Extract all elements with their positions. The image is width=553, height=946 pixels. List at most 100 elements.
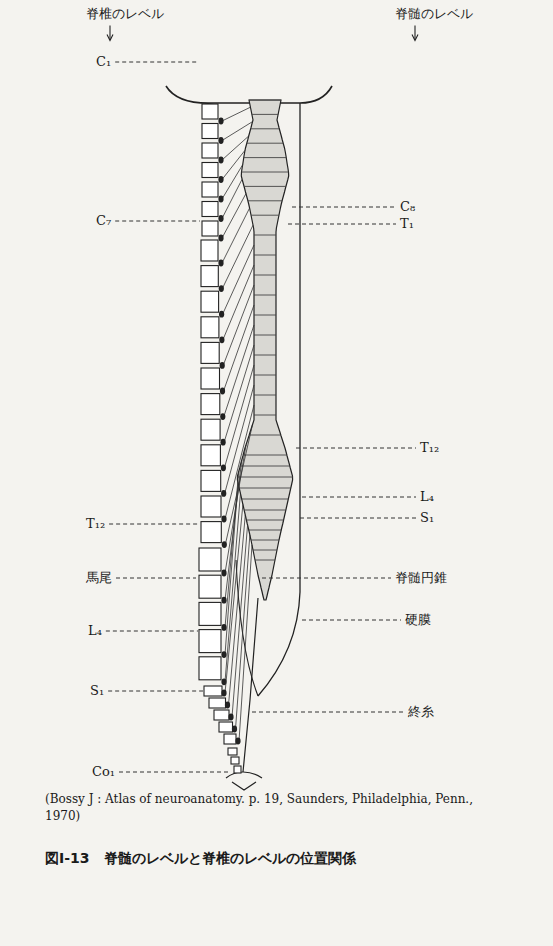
spinal-ganglion [235, 738, 240, 745]
nerve-root [222, 122, 253, 141]
spinal-ganglion [218, 196, 223, 203]
leader-line [288, 224, 396, 225]
leader-line [106, 631, 198, 632]
segment-line [249, 435, 281, 436]
nerve-root [222, 165, 243, 199]
segment-line [241, 172, 288, 173]
vertebra [202, 143, 218, 158]
spinal-ganglion [218, 260, 223, 267]
vertebra [201, 445, 220, 466]
figure-caption: 図Ⅰ-13 脊髄のレベルと脊椎のレベルの位置関係 [45, 850, 356, 866]
spinal-ganglion [218, 118, 223, 125]
vertebra [201, 470, 221, 491]
vertebra [219, 722, 233, 732]
segment-line [251, 215, 279, 216]
segment-line [252, 114, 278, 115]
down-arrow [412, 34, 418, 40]
segment-line [242, 499, 289, 500]
leader-line [119, 772, 230, 773]
nerve-root [239, 545, 252, 741]
level-label: S₁ [90, 684, 104, 699]
nerve-root [236, 535, 250, 729]
leader-line [252, 712, 404, 713]
segment-line [251, 540, 279, 541]
leader-line [296, 448, 416, 449]
vertebra [201, 240, 218, 261]
leader-line [302, 620, 401, 621]
segment-line [239, 488, 291, 489]
segment-line [244, 157, 286, 158]
leader-line [116, 578, 196, 579]
spinal-ganglion [228, 714, 233, 721]
nerve-root [225, 483, 238, 655]
nerve-root [223, 245, 254, 314]
segment-line [254, 335, 276, 336]
vertebra [201, 419, 220, 440]
spinal-ganglion [221, 516, 226, 523]
vertebra [231, 757, 239, 764]
vertebra [201, 342, 219, 363]
vertebra [202, 221, 218, 236]
vertebra [224, 734, 236, 744]
down-arrow [414, 25, 415, 39]
vertebra [202, 202, 218, 217]
segment-line [237, 477, 292, 478]
leader-line [292, 207, 396, 208]
vertebra [201, 522, 221, 543]
spinal-ganglion [218, 176, 223, 183]
segment-line [243, 455, 287, 456]
segment-line [249, 530, 282, 531]
spinal-ganglion [221, 690, 226, 697]
down-arrow [109, 25, 110, 39]
level-label: T₁ [400, 217, 414, 232]
segment-line [254, 275, 276, 276]
spinal-ganglion [219, 285, 224, 292]
spinal-ganglion [222, 541, 227, 548]
vertebra [201, 317, 219, 338]
vertebra [202, 124, 218, 139]
spinal-ganglion [219, 311, 224, 318]
nerve-root [224, 365, 254, 468]
leader-line [262, 578, 391, 579]
segment-line [254, 315, 276, 316]
segment-line [247, 143, 283, 144]
leader-line [115, 221, 200, 222]
source-citation: (Bossy J : Atlas of neuroanatomy. p. 19,… [45, 791, 475, 826]
down-arrow [107, 34, 113, 40]
segment-line [253, 550, 277, 551]
vertebra [228, 748, 237, 755]
segment-line [254, 415, 276, 416]
coccyx [226, 772, 262, 790]
level-label: Co₁ [92, 765, 115, 780]
segment-line [254, 295, 276, 296]
nerve-root [222, 179, 242, 218]
vertebra [204, 686, 222, 696]
vertebra [201, 394, 220, 415]
vertebra [201, 266, 218, 287]
level-label: S₁ [420, 511, 434, 526]
vertebra [202, 163, 218, 178]
level-label: 馬尾 [86, 571, 112, 586]
segment-line [255, 560, 275, 561]
segment-line [244, 186, 286, 187]
level-label: C₁ [96, 55, 111, 70]
spinal-ganglion [220, 388, 225, 395]
leader-line [109, 524, 198, 525]
vertebra [234, 766, 241, 773]
level-label: 硬膜 [405, 613, 431, 628]
segment-line [254, 395, 276, 396]
spinal-ganglion [221, 597, 226, 604]
spinal-ganglion [219, 336, 224, 343]
spinal-ganglion [221, 464, 226, 471]
nerve-root [229, 515, 246, 705]
segment-line [246, 520, 283, 521]
spinal-ganglion [232, 726, 237, 733]
spinal-ganglion [218, 235, 223, 242]
nerve-root [224, 305, 255, 391]
segment-line [240, 466, 290, 467]
spinal-ganglion [220, 362, 225, 369]
spinal-ganglion [221, 439, 226, 446]
level-label: L₄ [88, 624, 102, 639]
level-label: C₇ [96, 214, 111, 229]
nerve-root [222, 107, 250, 121]
